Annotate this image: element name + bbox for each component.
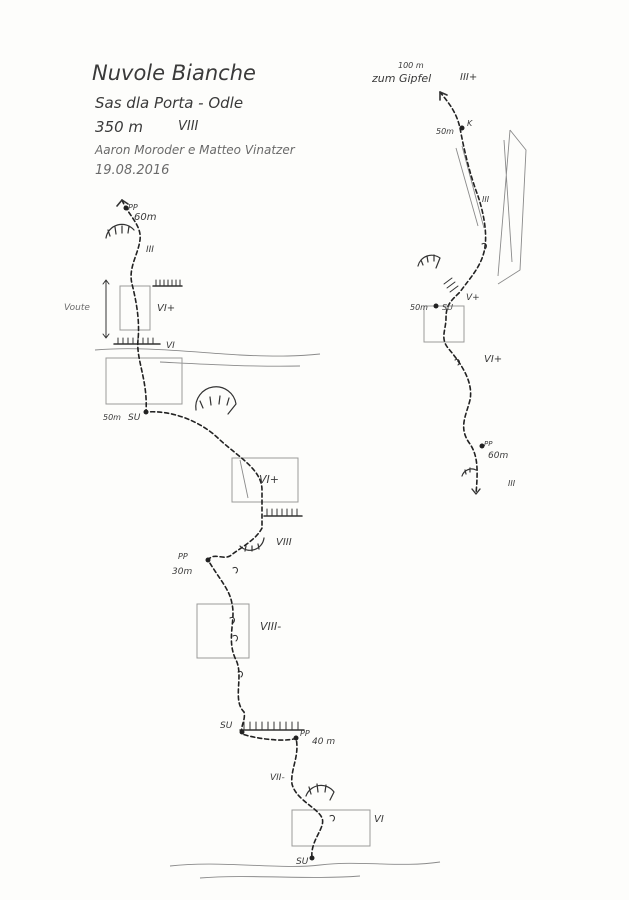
route-arrow-down-icon [471,488,481,495]
belay-length-1: 50m [103,413,121,422]
pp-label-2: PP [178,552,188,561]
belay-dot [479,443,485,449]
box-middle [231,457,299,503]
belay-dot [309,855,315,861]
topo-left: PP 60m III Voute VI+ VI 50m SU VI+ VIII … [64,199,441,879]
pp-label-top: PP [128,203,138,212]
pp-length-right: 60m [488,451,508,461]
belay-dot [239,729,245,735]
pp-label-3: PP [300,729,310,738]
pitch-grade-low-right: III [508,479,516,488]
volute-label: Voute [64,303,90,313]
pp-label-right: PP [484,440,493,448]
topo-right: 100 m zum Gipfel III+ 50m K III V+ 50m S… [371,61,527,495]
belay-dot [293,735,299,741]
route-arrow-up-icon [439,91,448,101]
header-block: Nuvole Bianche Sas dla Porta - Odle 350 … [92,61,296,178]
grade-box-middle: VI+ [259,473,279,486]
piton-icon [229,567,335,822]
slab-symbol [305,783,335,801]
bolt-hatch [443,277,459,293]
slab-symbol [195,386,237,415]
roof-marker-middle [263,508,303,517]
route-arrow-up-icon [116,199,129,207]
route-authors: Aaron Moroder e Matteo Vinatzer [94,143,296,157]
crack-line [455,145,485,229]
box-ledge [105,357,183,405]
start-label: SU [296,857,309,867]
slab-symbol [417,254,441,269]
belay-dot [433,303,439,309]
belay-label-su: SU [442,303,453,312]
grade-crux: VIII [276,537,292,548]
ledge-line [94,348,321,357]
pitch-grade-top: III [146,245,154,255]
belay-length-top: 50m [436,127,454,136]
roof-marker-upper [152,279,183,287]
pillar-outline [497,129,527,285]
box-middle-dihedral [239,459,249,499]
grade-box-base: VI [374,814,384,825]
pitch-grade-upper: III [482,195,490,204]
piton-icon [454,243,487,366]
belay-mark-top: K [467,119,473,128]
route-grade: VIII [178,119,199,134]
ground-line-2 [199,875,361,879]
belay-label-1: SU [128,413,141,423]
belay-dot [123,205,129,211]
belay-dot [143,409,149,415]
box-base [291,809,371,847]
pp-length-3: 40 m [312,737,335,747]
pp-length-2: 30m [172,567,192,577]
slab-symbol [461,467,477,477]
belay-dot [459,125,465,131]
belay-dot [205,557,211,563]
route-length: 350 m [95,118,143,136]
grade-box-lower: VIII- [260,620,281,633]
route-date: 19.08.2016 [95,163,169,178]
summit-text: zum Gipfel [371,72,431,85]
box-right [423,305,465,343]
grade-overhang: VI [166,341,175,351]
route-line-right [439,91,487,495]
pp-length-top: 60m [134,212,157,223]
route-location: Sas dla Porta - Odle [95,94,243,112]
box-lower [196,603,250,659]
ground-line [169,861,441,867]
grade-box-upper: VI+ [157,303,175,314]
slab-symbol [239,537,265,552]
pitch-grade-mid: VI+ [484,354,502,365]
route-line-left [121,199,324,859]
slab-symbol [105,223,135,239]
grade-v-plus: V+ [466,293,480,303]
box-upper [119,285,151,331]
route-title: Nuvole Bianche [92,61,256,85]
ledge-line-2 [159,361,301,367]
dimension-arrow-icon [102,279,110,339]
roof-marker-lower [239,721,305,731]
summit-grade: III+ [460,72,477,83]
pitch-grade-low: VII- [270,773,285,783]
summit-distance: 100 m [398,61,424,70]
belay-label-2: SU [220,721,233,731]
belay-length-su: 50m [410,303,428,312]
